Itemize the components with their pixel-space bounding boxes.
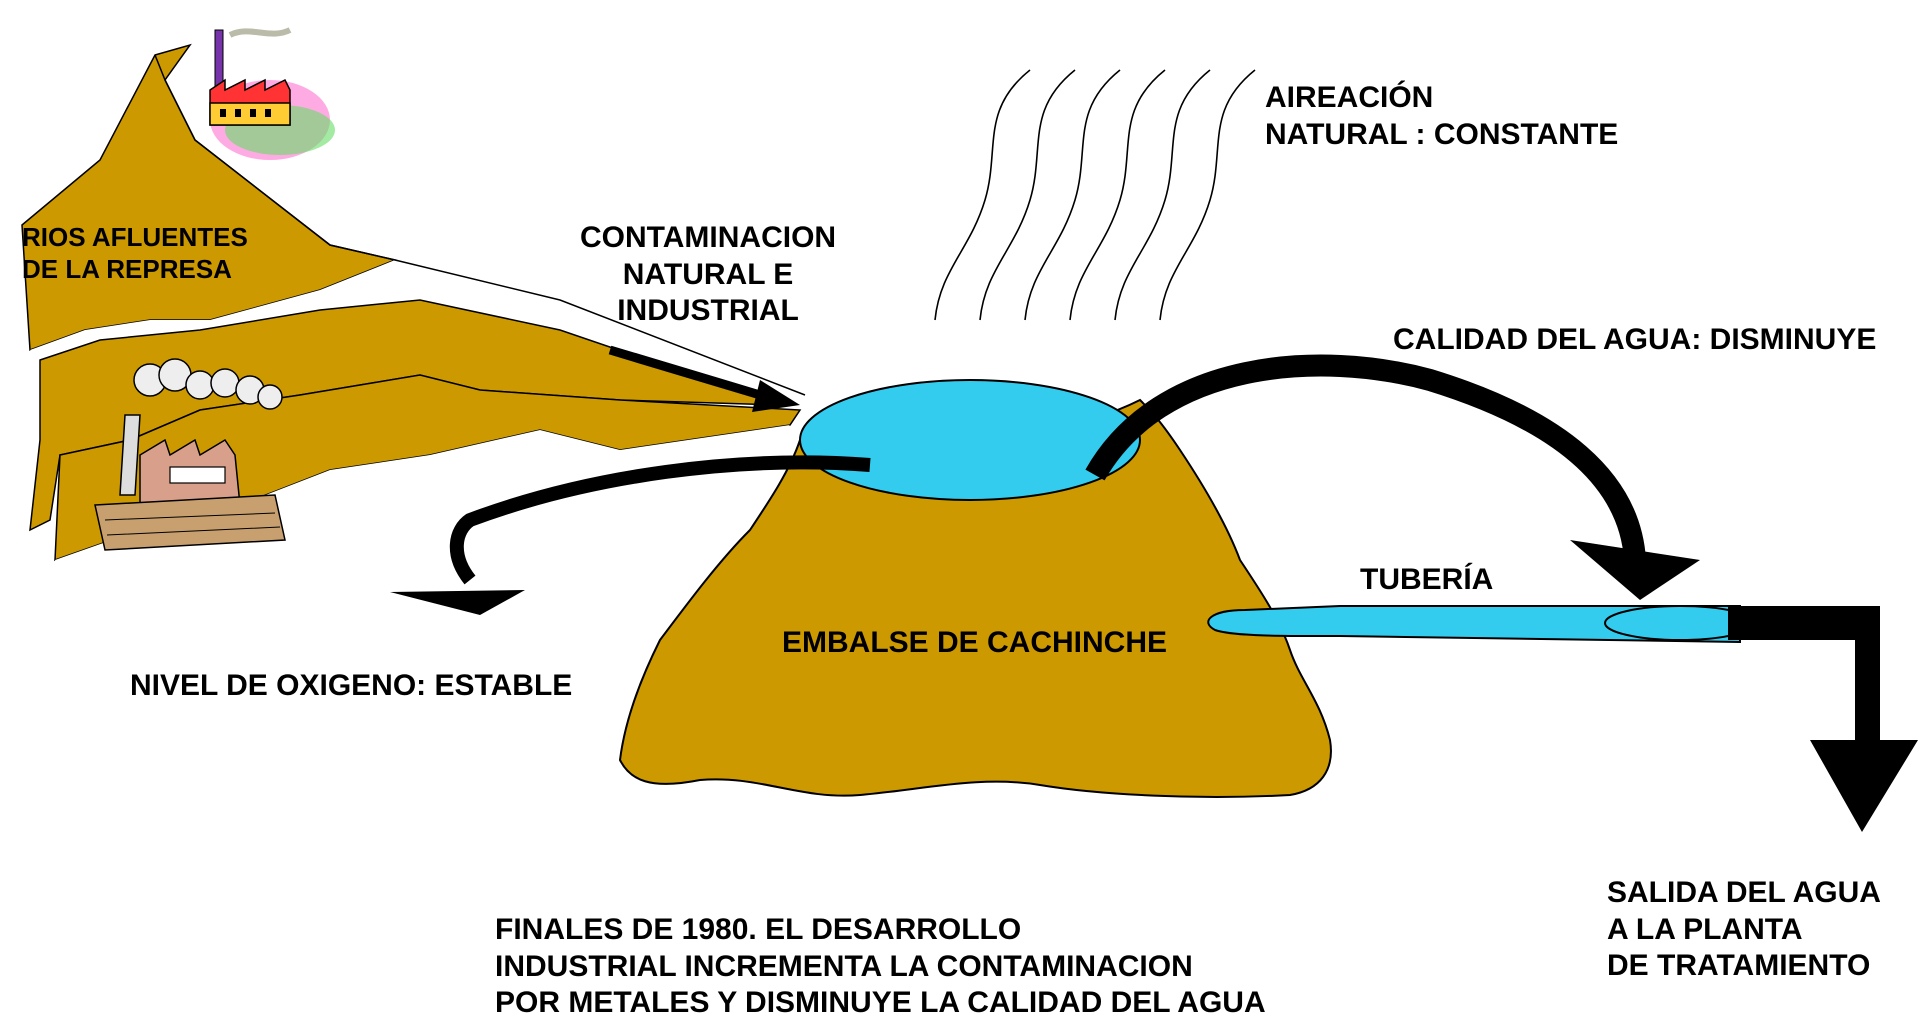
reservoir-label: EMBALSE DE CACHINCHE bbox=[782, 626, 1168, 659]
aeration-waves bbox=[934, 69, 1256, 321]
caption: FINALES DE 1980. EL DESARROLLO INDUSTRIA… bbox=[495, 913, 1266, 1020]
rivers-label: RIOS AFLUENTES DE LA REPRESA bbox=[22, 222, 248, 284]
reservoir-mound bbox=[618, 398, 1332, 798]
oxygen-label: NIVEL DE OXIGENO: ESTABLE bbox=[130, 669, 573, 702]
pipe-body bbox=[1207, 605, 1741, 644]
water-quality-label: CALIDAD DEL AGUA: DISMINUYE bbox=[1393, 323, 1877, 356]
aeration-label: AIREACIÓN NATURAL : CONSTANTE bbox=[1265, 81, 1619, 151]
contamination-arrow bbox=[608, 345, 800, 412]
water-quality-arrow bbox=[1085, 354, 1700, 600]
river-white-band bbox=[30, 80, 805, 405]
river-left-bank-line bbox=[154, 54, 806, 396]
contamination-label: CONTAMINACION NATURAL E INDUSTRIAL bbox=[580, 221, 837, 328]
pipe bbox=[1207, 605, 1756, 644]
reservoir-water bbox=[799, 379, 1141, 501]
outlet-label: SALIDA DEL AGUA A LA PLANTA DE TRATAMIEN… bbox=[1607, 876, 1881, 983]
pipe-label: TUBERÍA bbox=[1360, 563, 1494, 596]
smoking-factory-icon bbox=[94, 358, 286, 551]
oxygen-arrow bbox=[390, 455, 871, 615]
river-lower-white bbox=[55, 425, 790, 575]
outlet-arrow bbox=[1728, 606, 1918, 832]
factory-clipart-icon bbox=[209, 27, 335, 160]
